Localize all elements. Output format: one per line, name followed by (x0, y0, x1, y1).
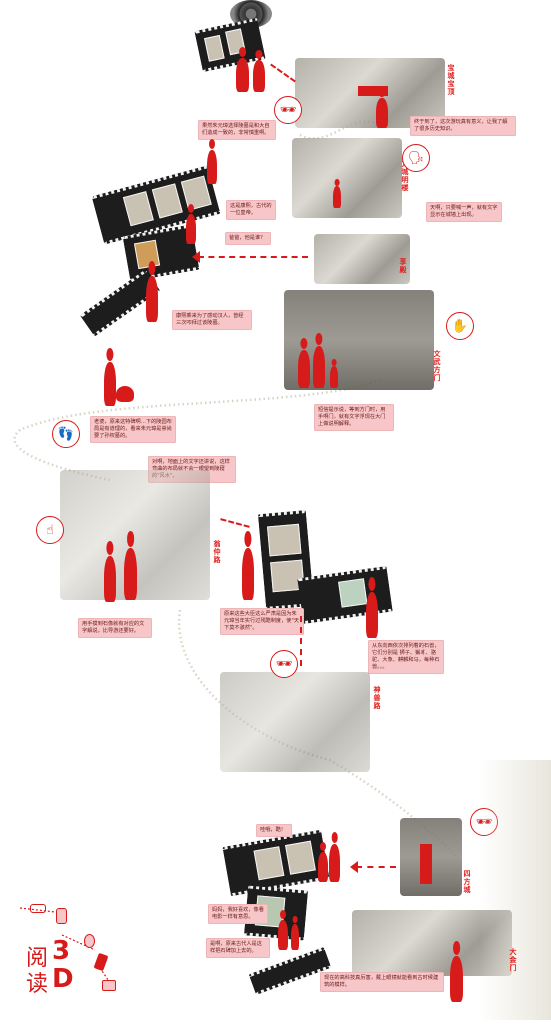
visitor-figure (278, 920, 288, 950)
visitor-figure (104, 362, 116, 406)
site-label-dajin: 大金门 (509, 948, 517, 972)
bubble-b3: 天啊，只要喊一声，就有文字显示在城墙上出现。 (426, 202, 502, 222)
visitor-figure (333, 186, 341, 208)
bubble-b9: 对啊，地面上的文字还讲说，这样弯曲的布局就不会一眼望到陵寝的"风水"。 (148, 456, 236, 483)
arrow-head (350, 861, 358, 873)
shout-icon: 🗣 (402, 144, 430, 172)
site-label-xiangdian: 享殿 (399, 258, 407, 274)
visitor-figure (298, 350, 310, 388)
visitor-figure (376, 98, 388, 128)
visitor-figure (186, 214, 196, 244)
bubble-b7: 短信提示说，等到方门时，用手啊门，就有文字浮现在大门上做说明解释。 (314, 404, 394, 431)
legend-glasses-icon (30, 904, 46, 913)
footprint-icon: 👣 (52, 420, 80, 448)
visitor-figure (366, 592, 378, 638)
glasses-icon: 🕶 (270, 650, 298, 678)
visitor-figure (124, 548, 137, 600)
visitor-figure (313, 346, 325, 388)
site-label-fangcheng: 方城明楼 (401, 160, 409, 192)
dashed-arrow (300, 616, 302, 666)
hand-touch-icon: ☝ (36, 516, 64, 544)
bubble-b13: 哇哦，酷！ (256, 824, 292, 837)
visitor-figure (329, 844, 340, 882)
bubble-b1: 果然朱元璋选择陵墓是和大自 们造成一致的，非常慎重啊。 (198, 120, 276, 140)
site-label-sifang: 四方城 (463, 870, 471, 894)
bubble-b15: 是啊，原来古代人是这样把石碑加上去的。 (206, 938, 270, 958)
bubble-b10: 用手摸到石像就有对应的文字解说，比导游还要好。 (78, 618, 152, 638)
visitor-figure (207, 150, 217, 184)
legend-text-yue: 阅 (26, 946, 49, 971)
site-label-shenshou: 神兽路 (373, 686, 381, 710)
bubble-b14: 妈妈，我好喜欢，像看电影一样有意思。 (208, 904, 268, 924)
legend-text-d: D (52, 964, 74, 994)
visitor-figure (450, 956, 463, 1002)
legend-text-du: 读 (26, 972, 49, 997)
arrow-head (192, 251, 200, 263)
visitor-figure (330, 366, 338, 388)
legend-footprint-icon (84, 934, 95, 948)
xiangdian-scene (314, 234, 410, 284)
dashed-arrow (198, 256, 308, 258)
visitor-figure (253, 60, 265, 92)
site-label-baocheng: 宝城宝顶 (447, 64, 455, 96)
legend-hand-icon (56, 908, 67, 924)
bubble-b12: 从东向西依次排列着的石兽，它们分别是 狮子、獬豸、骆驼、大象、麒麟和马，每种石兽… (368, 640, 444, 674)
site-label-wenwu: 文武方门 (433, 350, 441, 382)
bubble-b5: 爸爸，他是谁？ (225, 232, 271, 245)
site-label-wengzhong: 翁仲路 (213, 540, 221, 564)
bubble-b11: 原来这些大臣这么严肃是因为朱元璋当年实行过残酷制度，使"天下莫不骇然"。 (220, 608, 304, 635)
stroller-icon (116, 386, 134, 402)
visitor-figure (318, 852, 328, 882)
shenshou-scene (220, 672, 370, 772)
bubble-b2: 终于到了，这次游玩真有意义，让我了解了很多历史知识。 (410, 116, 516, 136)
bg-wash (480, 760, 551, 1020)
visitor-figure (236, 58, 249, 92)
visitor-figure (146, 276, 158, 322)
bubble-b4: 这是康熙，古代的一位皇帝。 (226, 200, 276, 220)
legend-text-3: 3 (52, 936, 71, 966)
visitor-figure (104, 556, 116, 602)
bubble-b8: 老婆，原来这特碑啊…下的陵园布局是有道理的，看来朱元璋是崇尚要了孙权墓的。 (90, 416, 176, 443)
dashed-arrow (356, 866, 396, 868)
hand-touch-icon: ✋ (446, 312, 474, 340)
bubble-b16: 现在的高科技真厉害，戴上眼镜就能看到古时候建筑的模样。 (320, 972, 444, 992)
glasses-icon: 🕶 (274, 96, 302, 124)
visitor-figure (242, 548, 254, 600)
visitor-figure (291, 924, 299, 950)
bubble-b6: 康熙乘来为了感动汉人，曾经三次叩拜过该陵墓。 (172, 310, 252, 330)
legend-chat-icon (102, 980, 116, 991)
sifang-red-door (420, 844, 432, 884)
fangcheng-scene (292, 138, 402, 218)
baocheng-red-mark (358, 86, 388, 96)
